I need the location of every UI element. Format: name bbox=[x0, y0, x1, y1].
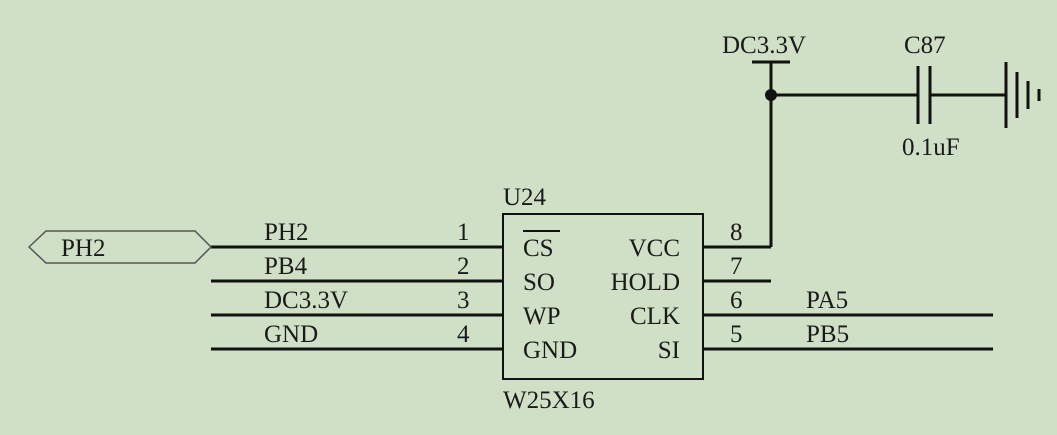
capacitor-ref: C87 bbox=[904, 32, 946, 59]
pin-name: SO bbox=[523, 269, 555, 296]
left-pin-3: DC3.3V 3 WP bbox=[264, 287, 561, 330]
pin-name: SI bbox=[658, 337, 680, 364]
pin-name: CLK bbox=[630, 303, 680, 330]
ground-icon bbox=[1004, 62, 1041, 128]
right-wires bbox=[703, 245, 993, 351]
pin-name: HOLD bbox=[611, 269, 680, 296]
net-label: PA5 bbox=[806, 287, 848, 314]
pin-number: 6 bbox=[730, 287, 743, 314]
net-label: DC3.3V bbox=[264, 287, 348, 314]
capacitor-c87 bbox=[916, 66, 1006, 124]
left-pin-2: PB4 2 SO bbox=[264, 253, 555, 296]
pin-name: GND bbox=[523, 337, 577, 364]
ic-body bbox=[502, 213, 704, 380]
pin-name: CS bbox=[523, 235, 554, 262]
left-pin-4: GND 4 GND bbox=[264, 321, 577, 364]
power-label: DC3.3V bbox=[722, 32, 806, 59]
right-pin-5: 5 SI PB5 bbox=[658, 321, 849, 364]
pin-number: 7 bbox=[730, 253, 743, 280]
right-pin-6: 6 CLK PA5 bbox=[630, 287, 848, 330]
ic-part: W25X16 bbox=[503, 387, 595, 414]
net-label: PB5 bbox=[806, 321, 849, 348]
left-pin-1: PH2 1 CS bbox=[264, 219, 560, 262]
pin-number: 3 bbox=[457, 287, 470, 314]
pin-number: 5 bbox=[730, 321, 743, 348]
net-label: PH2 bbox=[264, 219, 308, 246]
pin-number: 4 bbox=[457, 321, 470, 348]
pin-name: WP bbox=[523, 303, 561, 330]
pin-name: VCC bbox=[629, 235, 680, 262]
net-label: GND bbox=[264, 321, 318, 348]
pin-number: 8 bbox=[730, 219, 743, 246]
port-label: PH2 bbox=[61, 235, 105, 262]
right-pin-8: 8 VCC bbox=[629, 219, 743, 262]
port-symbol bbox=[27, 230, 213, 264]
power-symbol bbox=[752, 60, 918, 247]
capacitor-value: 0.1uF bbox=[902, 134, 960, 161]
pin-number: 1 bbox=[457, 219, 470, 246]
right-pin-7: 7 HOLD bbox=[611, 253, 743, 296]
pin-number: 2 bbox=[457, 253, 470, 280]
left-wires bbox=[211, 245, 503, 351]
ic-ref: U24 bbox=[503, 184, 547, 211]
net-label: PB4 bbox=[264, 253, 308, 280]
junction-dot bbox=[765, 89, 777, 101]
